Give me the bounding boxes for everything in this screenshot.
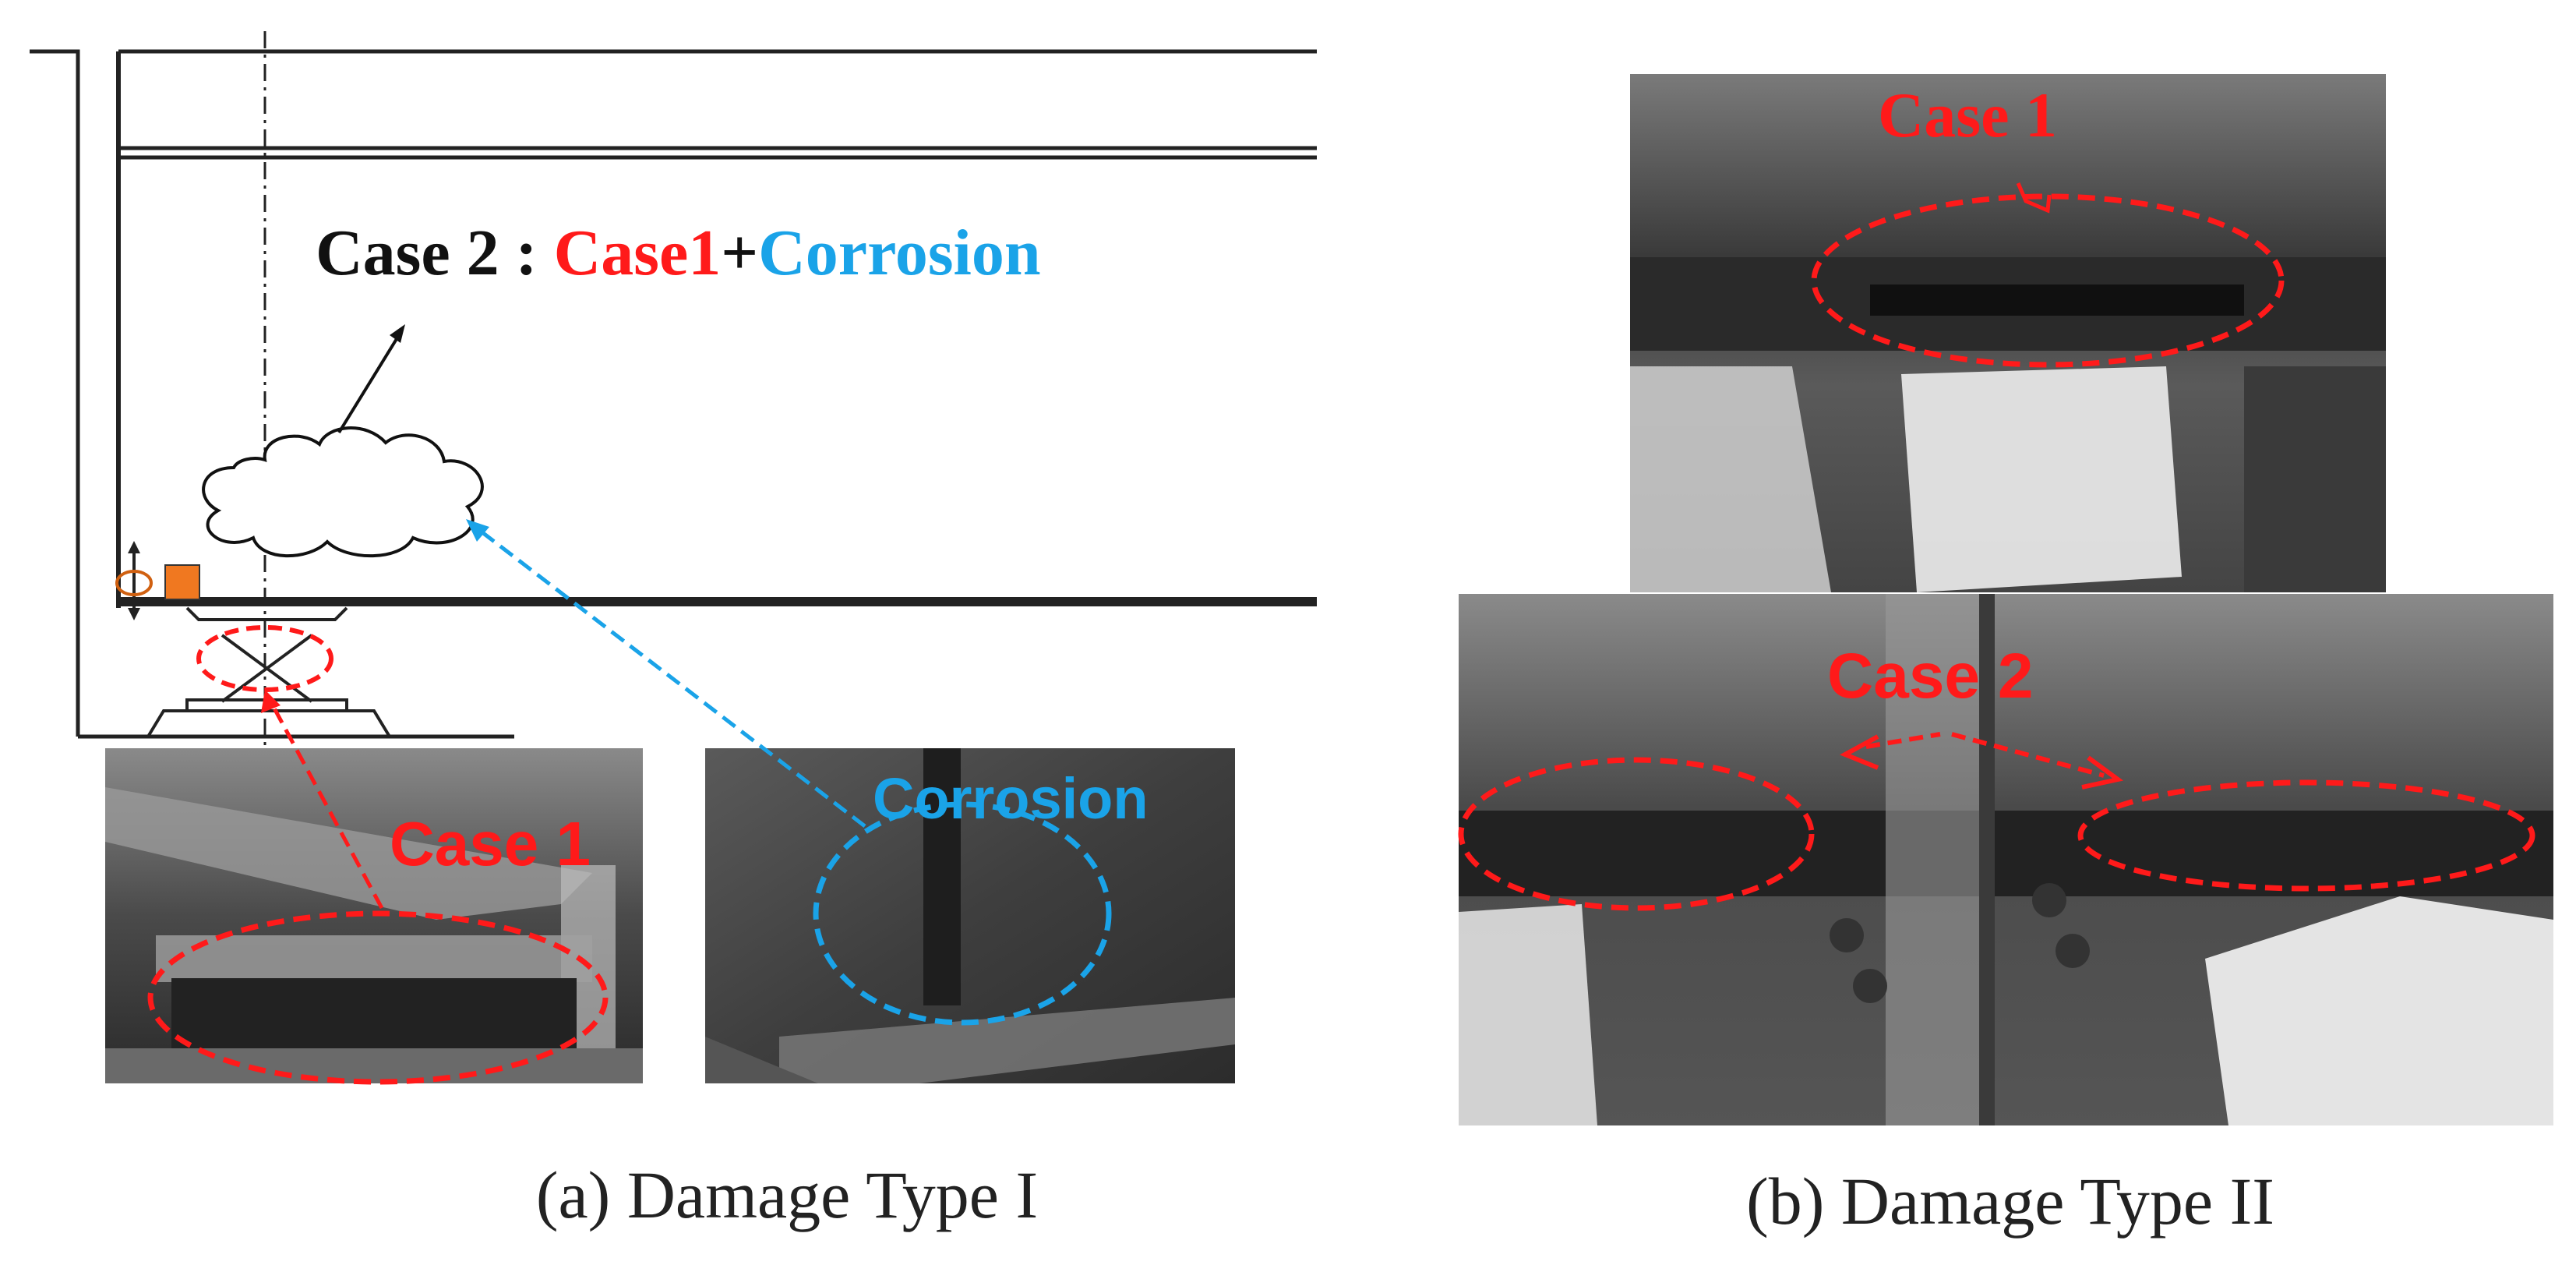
caption-b: (b) Damage Type II xyxy=(1746,1164,2274,1238)
corrosion-dashed-arrow xyxy=(478,528,866,828)
photo-case2-girder: Case 2 xyxy=(1458,594,2553,1125)
pointer-arrow xyxy=(337,334,401,434)
girder-schematic xyxy=(30,31,1317,748)
case1-arrowhead xyxy=(261,690,281,713)
case2-label: Case 2 : Case1+Corrosion xyxy=(316,217,1041,289)
photo-case1-girder: Case 1 xyxy=(1630,74,2386,592)
pointer-arrowhead xyxy=(390,324,405,343)
panel-b: Case 1 Case 2 (b) Damage Type II xyxy=(1458,74,2553,1238)
photo-corrosion: Corrosion xyxy=(705,748,1235,1083)
photo-corrosion-label: Corrosion xyxy=(873,766,1149,831)
panel-a: Case 2 : Case1+Corrosion Case 1 Corrosio… xyxy=(30,31,1317,1232)
corrosion-arrowhead xyxy=(466,519,489,542)
case1-dashed-arrow xyxy=(270,704,384,910)
cloud-icon xyxy=(202,426,484,558)
caption-a: (a) Damage Type I xyxy=(536,1157,1038,1232)
photo-case2-label-b: Case 2 xyxy=(1827,641,2033,712)
sensor-icon xyxy=(164,564,200,600)
photo-bearing-damage: Case 1 xyxy=(105,748,643,1085)
photo-case1-label-b: Case 1 xyxy=(1878,80,2057,150)
photo-case1-label: Case 1 xyxy=(390,809,591,878)
